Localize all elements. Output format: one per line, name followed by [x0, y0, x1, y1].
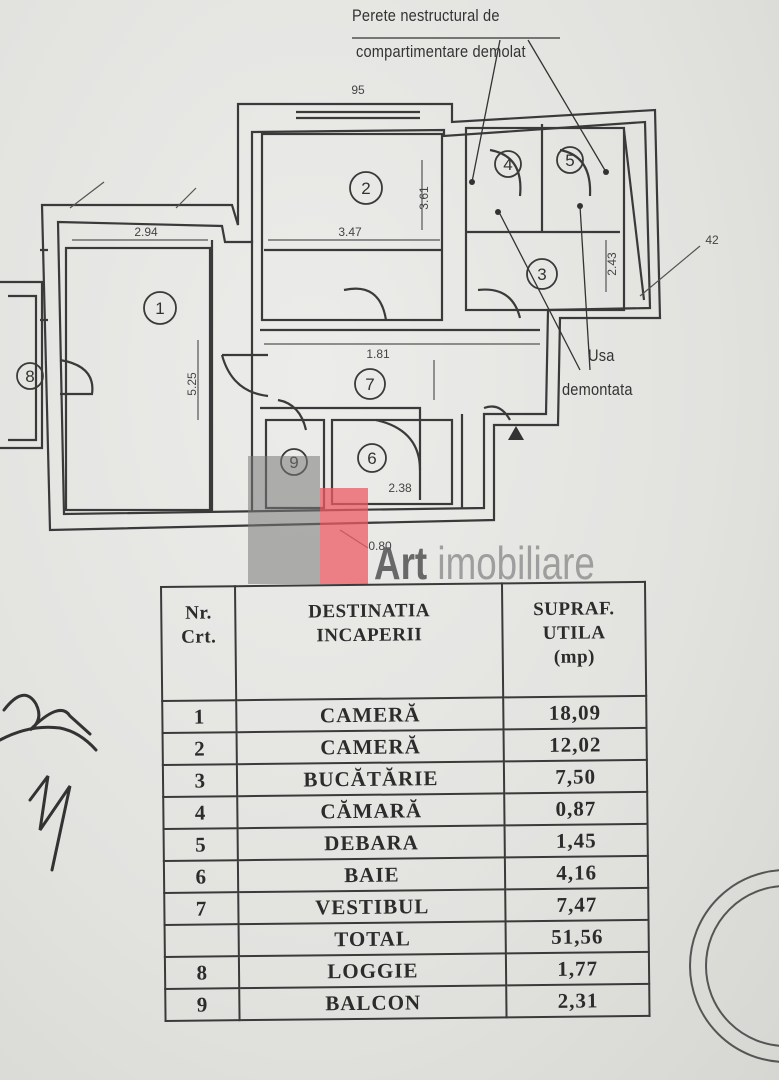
table-cell-nr: 2 [162, 732, 238, 765]
table-cell-area: 1,77 [506, 951, 650, 986]
dim-bath-width: 2.38 [388, 481, 412, 495]
brand-watermark: Art imobiliare [248, 448, 628, 590]
dim-room2-width: 3.47 [338, 225, 362, 239]
table-cell-nr: 7 [164, 892, 239, 925]
watermark-brand-light: imobiliare [437, 537, 595, 589]
kitchen-outline [464, 126, 626, 312]
signature-scribble [0, 693, 98, 872]
table-cell-nr: 1 [162, 700, 237, 733]
table-cell-area: 2,31 [506, 983, 650, 1018]
wall-note-line2: compartimentare demolat [356, 42, 526, 61]
table-cell-area: 7,47 [505, 887, 649, 922]
watermark-text: Art imobiliare [374, 536, 595, 590]
table-cell-area: 0,87 [504, 791, 648, 826]
outer-wall [40, 102, 662, 532]
room-6-marker [357, 443, 387, 473]
room-4-marker [494, 150, 522, 178]
table-cell-name: BAIE [238, 857, 506, 893]
dim-hall-width: 1.81 [366, 347, 390, 361]
room-2-number: 2 [361, 179, 370, 198]
table-cell-name: BUCĂTĂRIE [237, 761, 505, 797]
room-3-number: 3 [537, 265, 546, 284]
room-2-outline [260, 132, 444, 322]
table-cell-name: BALCON [239, 985, 507, 1021]
table-cell-area: 1,45 [504, 823, 648, 858]
room-2-marker [349, 171, 383, 205]
bath-outline [330, 418, 454, 506]
room-5-number: 5 [565, 151, 574, 170]
table-cell-name: VESTIBUL [238, 889, 506, 925]
dim-room1-width: 2.94 [134, 225, 158, 239]
table-cell-nr: 9 [165, 988, 241, 1021]
official-stamp [689, 869, 779, 1063]
loggia-outline [0, 280, 44, 450]
dim-right: 42 [705, 233, 719, 247]
table-cell-area: 12,02 [503, 727, 647, 762]
table-cell-name: DEBARA [237, 825, 506, 861]
room-area-table: Nr. Crt. DESTINATIA INCAPERII SUPRAF. UT… [160, 581, 651, 1022]
table-cell-area: 4,16 [505, 855, 649, 890]
table-cell-area: 51,56 [505, 919, 649, 954]
wall-note-line1: Perete nestructural de [352, 6, 500, 25]
room-1-outline [64, 246, 212, 512]
table-cell-nr: 8 [164, 956, 240, 989]
room-7-number: 7 [365, 375, 374, 394]
header-nr: Nr. Crt. [161, 586, 237, 701]
dim-top: 95 [351, 83, 365, 97]
table-cell-nr: 5 [163, 828, 239, 861]
room-3-marker [526, 258, 558, 290]
table-cell-name: LOGGIE [239, 953, 507, 989]
table-cell-name: CAMERĂ [236, 729, 505, 765]
watermark-red-block [320, 488, 368, 584]
inner-wall [56, 120, 652, 516]
room-8-marker [16, 362, 44, 390]
floor-plan: 1 2 3 4 5 6 7 8 9 2.94 3.47 1.81 2.38 95… [0, 37, 719, 553]
header-area: SUPRAF. UTILA (mp) [502, 581, 647, 698]
room-8-number: 8 [25, 367, 34, 386]
room-1-number: 1 [155, 299, 164, 318]
table-cell-name: CAMERĂ [236, 697, 504, 733]
dim-room2-height: 3.61 [417, 186, 431, 210]
table-cell-nr [164, 924, 240, 957]
dim-loggia: 0.80 [368, 539, 392, 553]
table-header-row: Nr. Crt. DESTINATIA INCAPERII SUPRAF. UT… [161, 581, 647, 701]
dim-kitchen-height: 2.43 [605, 252, 619, 276]
door-note-line1: Usa [588, 346, 615, 365]
room-4-number: 4 [503, 155, 512, 174]
table-cell-nr: 6 [163, 860, 239, 893]
table-cell-name: CĂMARĂ [237, 793, 505, 829]
room-1-marker [143, 291, 177, 325]
room-7-marker [354, 368, 386, 400]
header-destination: DESTINATIA INCAPERII [235, 583, 504, 701]
dim-room1-height: 5.25 [185, 372, 199, 396]
table-cell-nr: 3 [162, 764, 238, 797]
table-cell-area: 7,50 [504, 759, 648, 794]
table-cell-area: 18,09 [503, 695, 647, 730]
watermark-grey-block [248, 456, 320, 584]
door-note-line2: demontata [562, 380, 633, 399]
watermark-brand-bold: Art [374, 537, 428, 589]
room-5-marker [556, 146, 584, 174]
table-cell-nr: 4 [163, 796, 238, 829]
table-cell-name: TOTAL [238, 921, 507, 957]
room-6-number: 6 [367, 449, 376, 468]
